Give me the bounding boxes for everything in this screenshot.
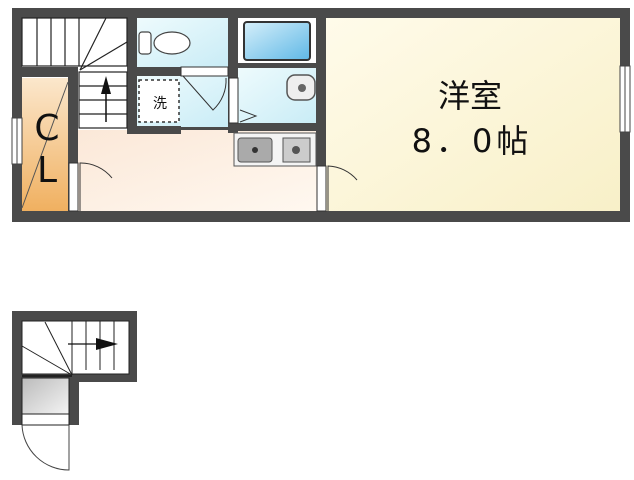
closet-divider [21, 81, 69, 209]
wall [316, 18, 326, 166]
wall [22, 67, 78, 77]
wall [228, 18, 238, 133]
wall [127, 18, 137, 133]
entrance-door [21, 424, 70, 471]
closet-label-l: L [37, 150, 57, 191]
wall [127, 126, 181, 134]
door [316, 165, 358, 212]
wall [238, 63, 316, 68]
wall [137, 67, 181, 76]
bathtub-icon [243, 21, 311, 61]
right-arrow-icon [68, 338, 118, 350]
door [180, 66, 229, 111]
closet-label-c: C [34, 108, 59, 149]
western-room-name: 洋室 [438, 77, 502, 115]
kitchen-counter [233, 132, 317, 167]
washbasin-icon [286, 74, 316, 101]
toilet-icon [138, 31, 191, 55]
wall [228, 123, 318, 131]
staircase [21, 17, 128, 129]
western-room [326, 18, 620, 211]
wall [68, 68, 78, 211]
washer-label: 洗 [153, 96, 167, 112]
washing-machine-space [138, 79, 180, 123]
door [228, 77, 258, 124]
up-arrow-icon [101, 76, 111, 122]
lower-staircase [12, 311, 137, 426]
door [68, 162, 113, 212]
western-room-size: 8．0帖 [412, 122, 533, 160]
